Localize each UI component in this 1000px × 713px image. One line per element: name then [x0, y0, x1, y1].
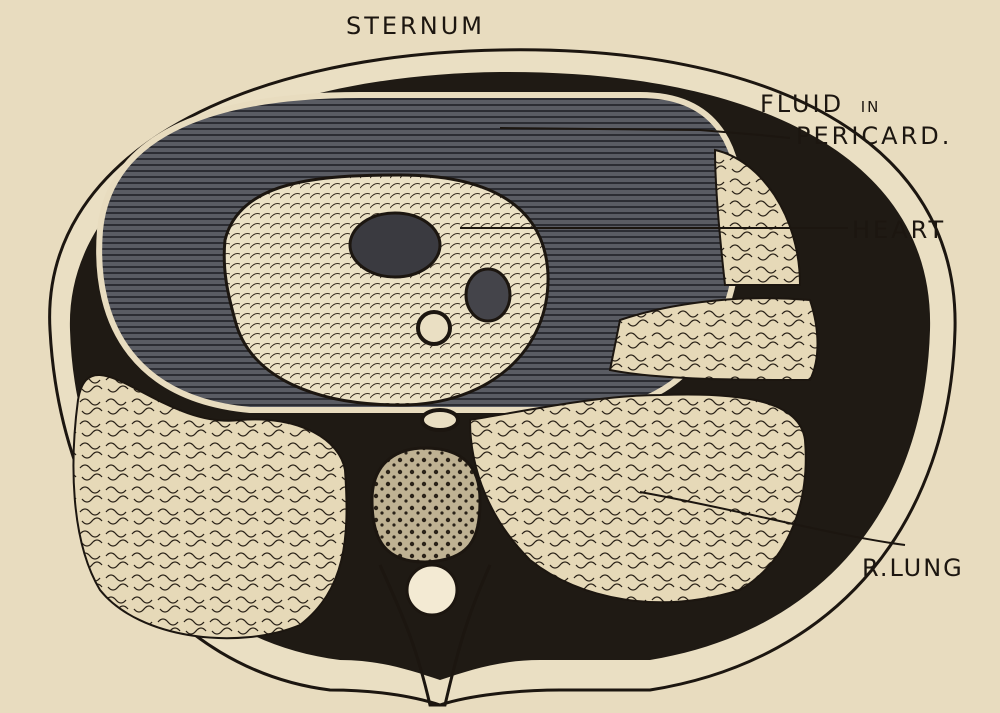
heart-label: HEART: [852, 218, 946, 242]
heart-vessel: [466, 269, 510, 321]
sternum-label: STERNUM: [346, 14, 485, 38]
heart-chamber: [350, 213, 440, 277]
vertebral-body: [372, 448, 480, 562]
aortic-root: [418, 312, 450, 344]
fluid-label-line2: PERICARD.: [796, 124, 952, 148]
aorta: [422, 410, 458, 430]
fluid-label-line1: FLUID IN: [760, 92, 880, 116]
spinal-canal: [407, 565, 457, 615]
fluid-label-word: FLUID: [760, 90, 844, 118]
r-lung-label: R.LUNG: [862, 556, 964, 580]
fluid-label-in: IN: [861, 98, 881, 116]
